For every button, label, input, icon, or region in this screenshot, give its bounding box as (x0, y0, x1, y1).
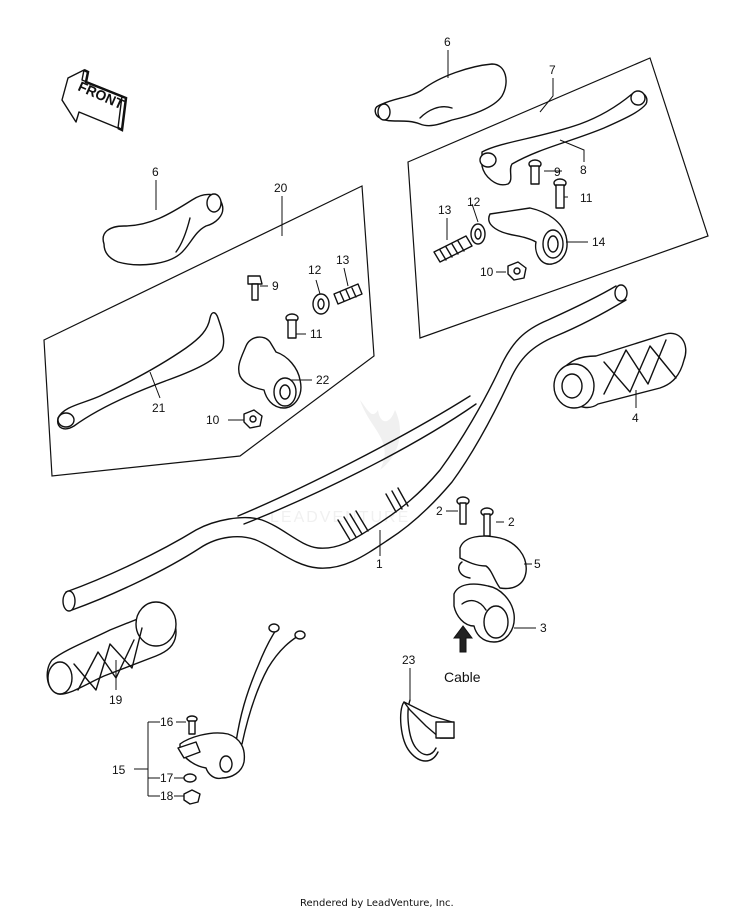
left-grip (46, 601, 177, 695)
watermark-text: LEADVENTURE (270, 509, 410, 526)
callout-5: 5 (534, 557, 541, 571)
callout-13-left: 13 (336, 253, 350, 267)
callout-12-left: 12 (308, 263, 322, 277)
handlebar (62, 284, 628, 612)
throttle-housing (453, 583, 515, 643)
grip-cover-left (102, 193, 224, 266)
kill-switch-15 (177, 732, 246, 780)
kill-switch-wire (235, 623, 306, 745)
callout-11-left: 11 (310, 327, 323, 341)
callout-14: 14 (592, 235, 606, 249)
callout-18: 18 (160, 789, 174, 803)
clutch-lever (479, 90, 648, 186)
lever-holder-22 (237, 336, 302, 409)
lever-holder-14 (488, 207, 568, 265)
callout-13-right: 13 (438, 203, 452, 217)
callout-9-left: 9 (272, 279, 279, 293)
callout-labels: 6 7 8 9 11 12 13 14 10 6 20 9 12 13 11 2… (109, 35, 639, 803)
locknut-12-right (470, 223, 486, 245)
credit-text: Rendered by LeadVenture, Inc. (300, 898, 454, 909)
front-arrow-icon: FRONT (61, 68, 128, 132)
grip-cover-upper (374, 63, 507, 127)
nut-18 (183, 789, 201, 805)
throttle-grip (553, 332, 687, 409)
callout-9-right: 9 (554, 165, 561, 179)
callout-3: 3 (540, 621, 547, 635)
callout-6-upper: 6 (444, 35, 451, 49)
callout-11-right: 11 (580, 191, 593, 205)
callout-4: 4 (632, 411, 639, 425)
callout-2-b: 2 (508, 515, 515, 529)
callout-19: 19 (109, 693, 123, 707)
right-lever-panel-outline (407, 57, 709, 339)
callout-12-right: 12 (467, 195, 481, 209)
callout-17: 17 (160, 771, 174, 785)
bolt-11-left (285, 313, 299, 339)
leader-lines (115, 50, 637, 797)
callout-8: 8 (580, 163, 587, 177)
bolt-9-right (528, 159, 542, 185)
watermark-logo: LEADVENTURE (270, 400, 410, 526)
callout-10-right: 10 (480, 265, 494, 279)
screw-2a (456, 496, 470, 525)
callout-7: 7 (549, 63, 556, 77)
screw-2b (480, 507, 494, 537)
nut-10-right (507, 261, 527, 281)
nut-10-left (243, 409, 263, 429)
callout-1: 1 (376, 557, 383, 571)
callout-10-left: 10 (206, 413, 220, 427)
left-lever-panel-outline (43, 185, 375, 477)
callout-23: 23 (402, 653, 416, 667)
bolt-9-left (247, 275, 263, 301)
callout-16: 16 (160, 715, 174, 729)
washer-17 (183, 773, 197, 783)
bolt-11-right (553, 178, 567, 209)
callout-2-a: 2 (436, 504, 443, 518)
brake-lever-21 (57, 312, 225, 430)
throttle-housing-cover (458, 535, 527, 590)
cable-arrow-icon (453, 625, 473, 653)
screw-16 (186, 715, 198, 735)
callout-20: 20 (274, 181, 288, 195)
adjuster-13-right (433, 235, 473, 263)
callout-21: 21 (152, 401, 166, 415)
callout-6-left: 6 (152, 165, 159, 179)
cable-clamp-band (399, 699, 455, 762)
cable-label: Cable (444, 669, 481, 685)
locknut-12-left (312, 293, 330, 315)
callout-15: 15 (112, 763, 126, 777)
adjuster-13-left (333, 283, 363, 305)
callout-22: 22 (316, 373, 330, 387)
